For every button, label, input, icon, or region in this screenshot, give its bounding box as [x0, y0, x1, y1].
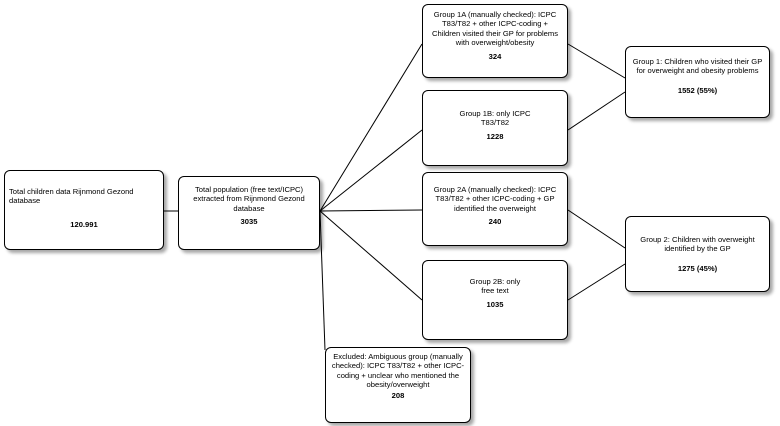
box-group-1b-text: Group 1B: only ICPC T83/T82 [459, 109, 531, 128]
connector-population-to-excluded [319, 210, 326, 351]
box-total-children-value: 120.991 [70, 219, 98, 229]
box-group-2b-value: 1035 [486, 299, 504, 309]
box-excluded-text: Excluded: Ambiguous group (manually chec… [331, 352, 465, 390]
box-group-1b: Group 1B: only ICPC T83/T82 1228 [422, 90, 568, 166]
connector-population-to-2b [319, 210, 423, 301]
box-group-1a-text: Group 1A (manually checked): ICPC T83/T8… [431, 10, 559, 48]
box-group-2a-value: 240 [488, 217, 502, 227]
connector-2a-to-group2 [567, 209, 626, 249]
box-excluded: Excluded: Ambiguous group (manually chec… [325, 347, 471, 423]
box-group-2a: Group 2A (manually checked): ICPC T83/T8… [422, 172, 568, 246]
box-group-2-text: Group 2: Children with overweight identi… [640, 235, 755, 254]
connector-2b-to-group2 [567, 263, 626, 301]
box-group-2b-text: Group 2B: only free text [469, 277, 521, 296]
box-group-2b: Group 2B: only free text 1035 [422, 260, 568, 340]
connector-1b-to-group1 [567, 91, 626, 131]
box-group-1b-value: 1228 [486, 131, 504, 141]
box-group-1-text: Group 1: Children who visited their GP f… [632, 57, 763, 76]
box-group-1: Group 1: Children who visited their GP f… [625, 46, 770, 118]
box-group-1-value: 1552 (55%) [677, 85, 718, 95]
box-group-2: Group 2: Children with overweight identi… [625, 216, 770, 292]
connector-1a-to-group1 [567, 43, 626, 79]
box-total-population-value: 3035 [240, 217, 258, 227]
connector-population-to-1a [319, 43, 423, 212]
box-group-1a: Group 1A (manually checked): ICPC T83/T8… [422, 4, 568, 78]
box-excluded-value: 208 [391, 390, 405, 400]
box-total-children: Total children data Rijnmond Gezond data… [4, 170, 164, 250]
box-total-children-text: Total children data Rijnmond Gezond data… [9, 187, 134, 206]
box-group-2-value: 1275 (45%) [677, 263, 718, 273]
connector-population-to-2a [319, 209, 423, 212]
box-group-2a-text: Group 2A (manually checked): ICPC T83/T8… [433, 185, 557, 213]
box-total-population: Total population (free text/ICPC) extrac… [178, 176, 320, 250]
box-group-1a-value: 324 [488, 51, 502, 61]
connector-population-to-1b [319, 129, 423, 212]
box-total-population-text: Total population (free text/ICPC) extrac… [193, 185, 305, 213]
